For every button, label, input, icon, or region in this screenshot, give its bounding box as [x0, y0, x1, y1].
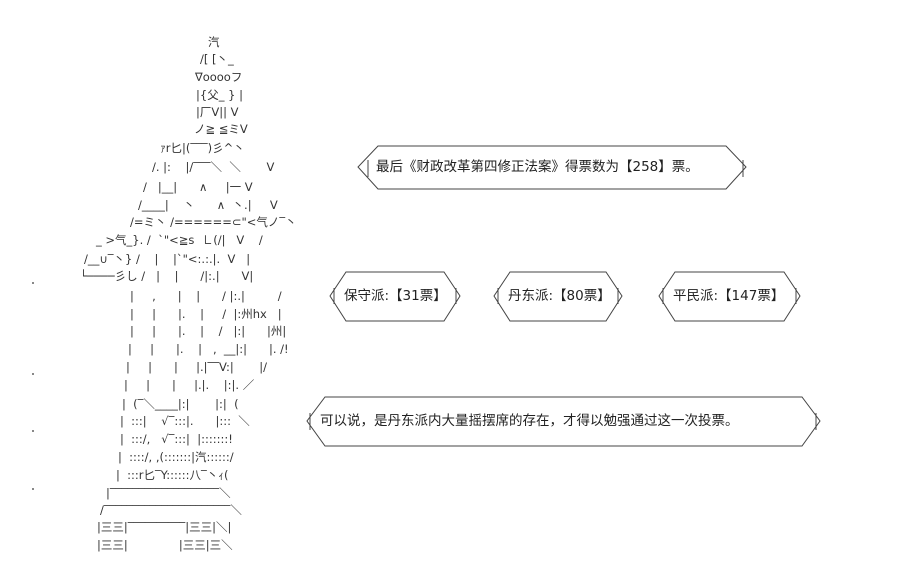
art-line: | | |. | , __|:| |. /!: [128, 342, 289, 356]
party-3-box-frame: [658, 271, 801, 322]
art-line: | :::| √‾:::|. |::: ＼: [120, 414, 250, 428]
art-line: |三三| |三三|三＼: [97, 538, 233, 552]
art-line: | , | | / |:.| /: [130, 289, 282, 303]
conclusion-text: 可以说，是丹东派内大量摇摆席的存在，才得以勉强通过这一次投票。: [320, 413, 739, 429]
art-line: | :::/, √‾:::| |:::::::!: [120, 432, 233, 446]
art-line: | | |. | / |:| |州|: [130, 324, 287, 338]
party-2-text: 丹东派:【80票】: [508, 288, 611, 304]
party-2-box-frame: [493, 271, 623, 322]
art-line: | (‾＼____|:| |:| (: [122, 397, 239, 411]
art-line: /. |: |/‾‾‾＼ ＼ V: [152, 160, 275, 174]
art-line: ノ≧ ≦ミV: [194, 122, 248, 136]
art-line: | | | |.|‾‾V:| |/: [126, 360, 268, 374]
stray-dot: [32, 373, 34, 375]
art-line: | :::r匕‾Y::::::八‾丶ｨ(: [116, 468, 229, 482]
party-1-box-frame: [329, 271, 461, 322]
art-line: | ::::/, ,(:::::::|汽::::::/: [118, 450, 234, 464]
art-line: 汽: [208, 35, 220, 49]
stray-dot: [32, 282, 34, 284]
art-line: |{父_ } |: [196, 88, 243, 102]
art-line: ∇ooooフ: [195, 70, 243, 84]
art-line: └────彡し / | | /|:.| V|: [80, 269, 254, 283]
art-line: /__∪‾丶} / | |`"<:.:.|. V |: [84, 252, 251, 266]
art-line: / |__| ∧ |一 V: [143, 180, 253, 194]
art-line: |‾‾‾‾‾‾‾‾‾‾‾‾‾‾‾‾‾‾‾＼: [106, 486, 231, 500]
art-line: /‾‾‾‾‾‾‾‾‾‾‾‾‾‾‾‾‾‾‾‾‾‾＼: [100, 503, 242, 517]
stray-dot: [32, 488, 34, 490]
art-line: | | | |.|. |:|. ／: [124, 378, 255, 392]
party-1-text: 保守派:【31票】: [344, 288, 447, 304]
art-line: /[ [丶_: [200, 52, 234, 66]
art-line: _ >气_}. / `"<≧s ㇗(/| V /: [96, 233, 263, 247]
art-line: /____| 丶 ∧ 丶.| V: [138, 198, 278, 212]
title-box-text: 最后《财政改革第四修正法案》得票数为【258】票。: [376, 159, 699, 175]
conclusion-box-frame: [306, 396, 821, 447]
art-line: |三三|‾‾‾‾‾‾‾‾‾‾|三三|＼|: [97, 520, 232, 534]
party-3-text: 平民派:【147票】: [673, 288, 785, 304]
stray-dot: [32, 430, 34, 432]
art-line: ｧr匕|(‾‾‾)彡^丶: [160, 141, 245, 155]
art-line: |厂V|| V: [196, 105, 239, 119]
art-line: | | |. | / |:州hx |: [130, 307, 282, 321]
title-box-frame: [357, 145, 747, 190]
art-line: /=ミ丶 /======⊂"<气ノ‾丶: [130, 215, 297, 229]
